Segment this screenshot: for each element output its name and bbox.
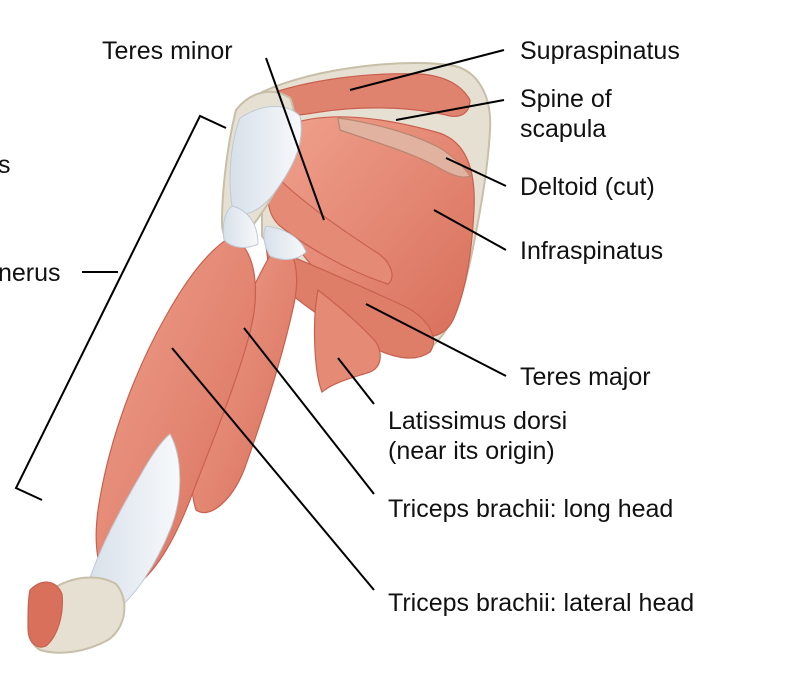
teres-tendon (263, 225, 307, 260)
leader-triceps-long-head (243, 327, 375, 495)
forearm-muscle-stub (27, 581, 63, 648)
leader-infraspinatus (433, 209, 507, 251)
label-supraspinatus: Supraspinatus (520, 37, 680, 65)
leader-triceps-lateral-head (171, 347, 375, 591)
triceps-upper-tendon (222, 205, 259, 248)
leader-teres-major (365, 303, 507, 377)
leader-supraspinatus (349, 49, 505, 91)
humerus-bracket (14, 114, 227, 501)
deltoid-cut-tendon (229, 105, 302, 215)
label-infraspinatus: Infraspinatus (520, 237, 664, 265)
leader-deltoid-cut (445, 157, 507, 187)
label-spine-of-scapula-line2: scapula (520, 115, 607, 143)
label-spine-of-scapula-line1: Spine of (520, 85, 612, 113)
latissimus-dorsi-muscle (313, 288, 381, 393)
spine-of-scapula (337, 117, 471, 178)
leader-teres-minor (265, 57, 325, 221)
label-left-cut-top: s (0, 151, 11, 179)
teres-minor-muscle (267, 175, 393, 285)
leader-spine-of-scapula (395, 99, 505, 121)
label-latissimus-dorsi-line2: (near its origin) (388, 437, 555, 465)
label-triceps-lateral-head: Triceps brachii: lateral head (388, 589, 695, 617)
label-teres-minor: Teres minor (102, 37, 233, 65)
label-left-cut-humerus: nerus (0, 259, 61, 287)
label-deltoid-cut: Deltoid (cut) (520, 173, 655, 201)
label-latissimus-dorsi-line1: Latissimus dorsi (388, 407, 568, 435)
supraspinatus-muscle (263, 73, 471, 117)
label-triceps-long-head: Triceps brachii: long head (388, 495, 674, 523)
leader-latissimus-dorsi (337, 357, 375, 405)
label-teres-major: Teres major (520, 363, 651, 391)
